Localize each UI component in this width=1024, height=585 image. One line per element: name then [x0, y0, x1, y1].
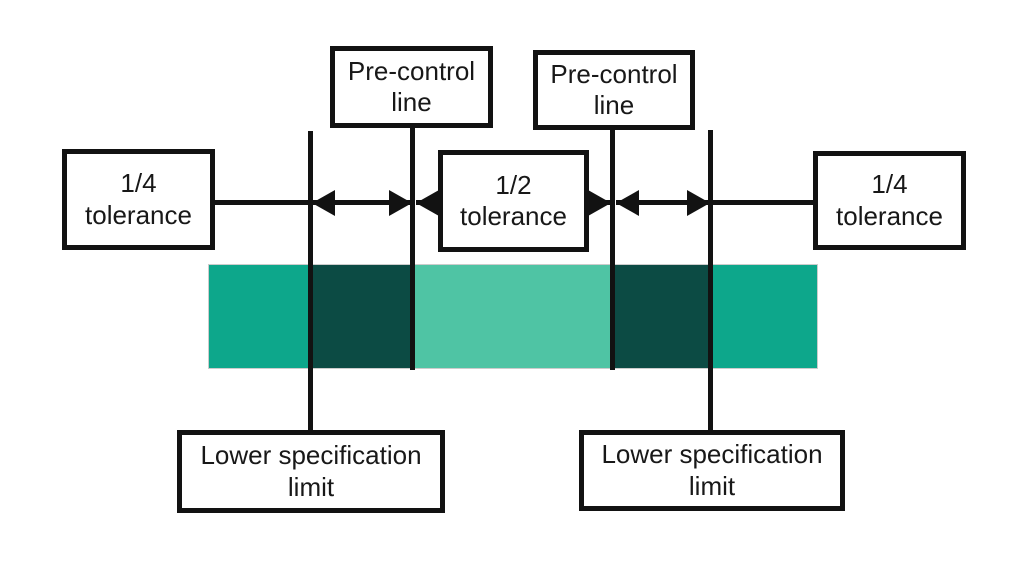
label-line: limit — [688, 470, 736, 501]
bar-segment-outer-right — [711, 265, 817, 368]
bar-segment-half-zone-center — [415, 265, 613, 368]
arrow-shaft — [616, 200, 710, 205]
label-box-lower-spec-limit-right: Lower specification limit — [579, 430, 845, 511]
lower-spec-limit-line-right — [708, 130, 713, 430]
label-line: tolerance — [85, 199, 192, 230]
arrowhead-right-icon — [588, 190, 611, 216]
precontrol-line-right — [610, 130, 615, 370]
label-line: 1/4 — [120, 168, 157, 199]
label-line: Lower specification — [200, 440, 422, 471]
arrowhead-right-icon — [389, 190, 412, 216]
precontrol-line-left — [410, 128, 415, 370]
arrow-shaft — [312, 200, 412, 205]
label-box-quarter-tolerance-left: 1/4 tolerance — [62, 149, 215, 250]
label-line: Pre-control — [347, 55, 476, 86]
connector-quarter-left — [215, 200, 312, 205]
label-line: Lower specification — [601, 439, 823, 470]
label-box-precontrol-left: Pre-control line — [330, 46, 493, 128]
label-line: line — [593, 90, 635, 120]
arrowhead-left-icon — [416, 190, 439, 216]
label-line: line — [391, 87, 432, 117]
label-line: 1/2 — [495, 169, 532, 200]
bar-segment-outer-left — [209, 265, 310, 368]
connector-quarter-right — [710, 200, 813, 205]
label-box-precontrol-right: Pre-control line — [533, 50, 695, 130]
arrowhead-left-icon — [616, 190, 639, 216]
label-line: limit — [287, 471, 335, 502]
label-line: tolerance — [836, 200, 943, 231]
label-line: 1/4 — [871, 169, 908, 200]
lower-spec-limit-line-left — [308, 131, 313, 430]
arrowhead-left-icon — [312, 190, 335, 216]
label-box-half-tolerance-center: 1/2 tolerance — [438, 150, 589, 252]
label-line: Pre-control — [550, 58, 678, 89]
dimension-arrow-half-right — [587, 190, 611, 216]
dimension-arrow-half-left — [416, 190, 440, 216]
bar-segment-quarter-zone-right — [613, 265, 711, 368]
tolerance-bar — [208, 264, 818, 369]
dimension-arrow-quarter-left — [312, 190, 412, 216]
bar-segment-quarter-zone-left — [310, 265, 415, 368]
arrowhead-right-icon — [687, 190, 710, 216]
label-line: tolerance — [460, 201, 567, 231]
dimension-arrow-quarter-right — [616, 190, 710, 216]
label-box-quarter-tolerance-right: 1/4 tolerance — [813, 151, 966, 250]
label-box-lower-spec-limit-left: Lower specification limit — [177, 430, 445, 513]
